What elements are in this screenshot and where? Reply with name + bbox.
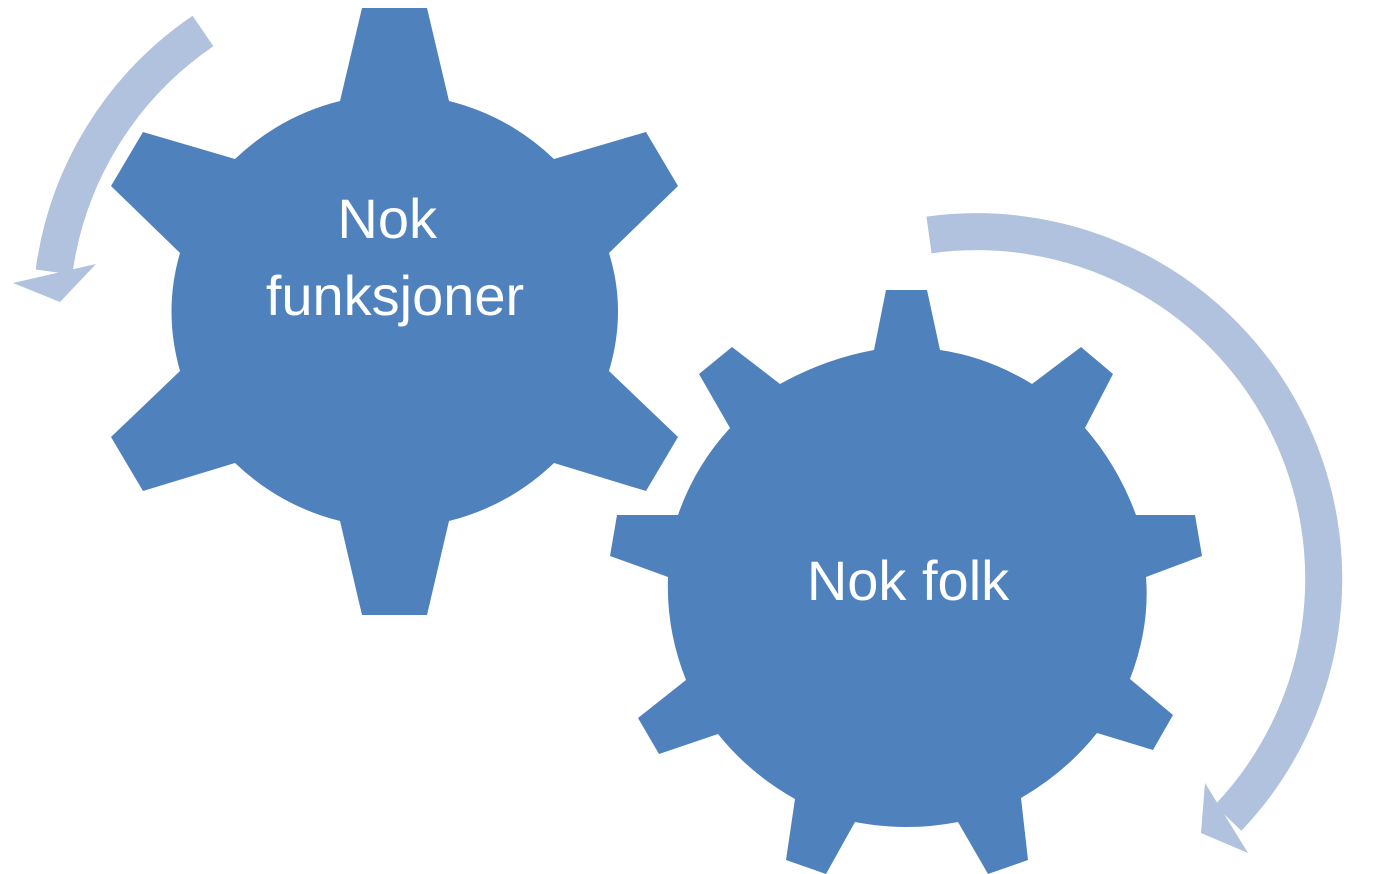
gear-left-label-line1: Nok — [337, 187, 438, 250]
gear-left-label-line2: funksjoner — [266, 264, 524, 327]
gear-right-label: Nok folk — [807, 549, 1010, 612]
rotation-arrow-left — [13, 15, 214, 302]
rotation-arrow-right — [926, 213, 1343, 853]
gear-left-label: Nok funksjoner — [266, 187, 524, 327]
gear-left-shape — [111, 8, 678, 615]
gear-right: Nok folk — [610, 290, 1202, 874]
gear-left: Nok funksjoner — [111, 8, 678, 615]
gear-right-shape — [610, 290, 1202, 874]
